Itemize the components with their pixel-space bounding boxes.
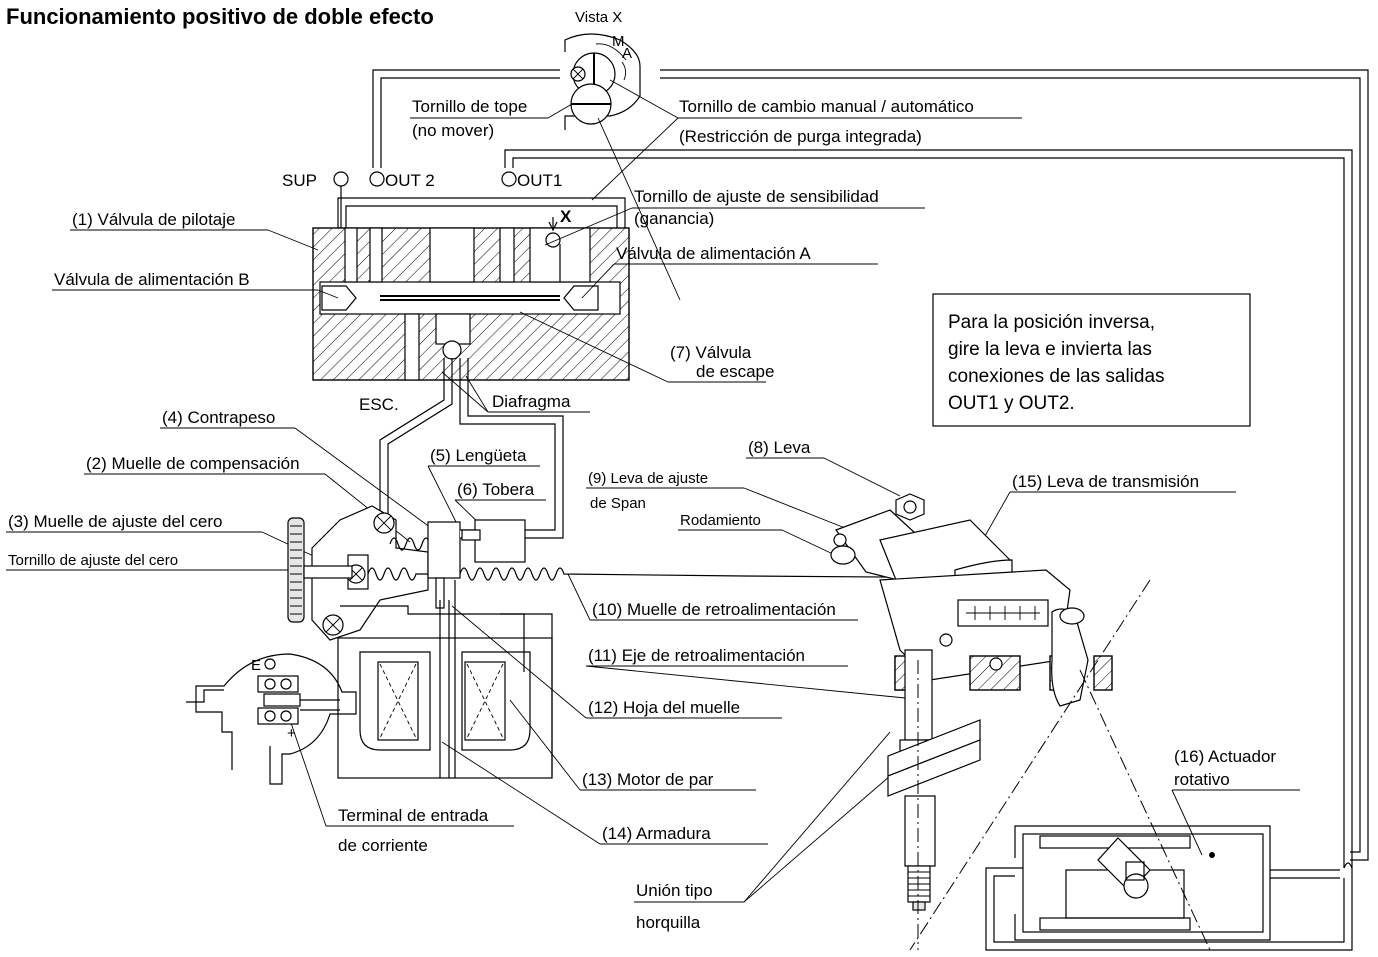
label-drive-cam: (15) Leva de transmisión xyxy=(1012,472,1199,491)
port-esc-label: ESC. xyxy=(359,395,399,414)
label-input-terminal-2: de corriente xyxy=(338,836,428,855)
view-x-detail: Vista X M A xyxy=(564,9,641,130)
label-fork-joint-1: Unión tipo xyxy=(636,881,713,900)
zero-adjust-mechanism xyxy=(287,505,1015,778)
label-fork-joint-2: horquilla xyxy=(636,913,701,932)
leader-lines xyxy=(6,79,1300,903)
view-mark-a: A xyxy=(622,45,632,62)
note-line: Para la posición inversa, xyxy=(948,312,1155,333)
reverse-position-note: Para la posición inversa, gire la leva e… xyxy=(932,293,1251,427)
arrow-x-label: X xyxy=(560,207,572,226)
label-spring-leaf: (12) Hoja del muelle xyxy=(588,698,740,717)
label-compensation-spring: (2) Muelle de compensación xyxy=(86,454,300,473)
label-supply-valve-b: Válvula de alimentación B xyxy=(54,270,250,289)
label-stop-screw: Tornillo de tope xyxy=(412,97,527,116)
label-diaphragm: Diafragma xyxy=(492,392,571,411)
label-feedback-shaft: (11) Eje de retroalimentación xyxy=(588,646,805,665)
counterweight xyxy=(427,521,461,579)
label-auto-manual-screw: Tornillo de cambio manual / automático xyxy=(679,97,974,116)
label-cam: (8) Leva xyxy=(748,438,811,457)
label-auto-manual-note: (Restricción de purga integrada) xyxy=(679,127,922,146)
label-feedback-spring: (10) Muelle de retroalimentación xyxy=(592,600,836,619)
diagram-title: Funcionamiento positivo de doble efecto xyxy=(6,4,434,29)
label-actuator-1: (16) Actuador xyxy=(1174,747,1276,766)
view-x-label: Vista X xyxy=(575,9,622,26)
port-sup-label: SUP xyxy=(282,171,317,190)
view-mark-m: M xyxy=(612,33,625,50)
terminal-mark-e: E xyxy=(251,657,261,674)
terminal-mark-plus: + xyxy=(287,725,296,742)
label-exhaust-valve-2: de escape xyxy=(696,362,774,381)
label-bearing: Rodamiento xyxy=(680,512,761,529)
note-line: gire la leva e invierta las xyxy=(948,339,1152,360)
label-input-terminal-1: Terminal de entrada xyxy=(338,806,489,825)
label-torque-motor: (13) Motor de par xyxy=(582,770,714,789)
label-pilot-valve: (1) Válvula de pilotaje xyxy=(72,210,235,229)
rotary-actuator xyxy=(985,825,1353,951)
note-line: conexiones de las salidas xyxy=(948,366,1165,387)
label-stop-screw-note: (no mover) xyxy=(412,121,494,140)
callout-labels: Tornillo de tope (no mover) Tornillo de … xyxy=(8,97,1276,932)
current-input-terminal: E + xyxy=(186,653,357,785)
port-markers: SUP OUT 2 OUT1 xyxy=(282,171,562,228)
label-span-cam-2: de Span xyxy=(590,495,646,512)
note-line: OUT1 y OUT2. xyxy=(948,393,1075,414)
label-nozzle: (6) Tobera xyxy=(457,480,535,499)
label-sensitivity-note: (ganancia) xyxy=(634,209,714,228)
label-counterweight: (4) Contrapeso xyxy=(162,408,275,427)
cam-assembly xyxy=(830,493,1211,951)
label-sensitivity-screw: Tornillo de ajuste de sensibilidad xyxy=(634,187,879,206)
label-zero-spring: (3) Muelle de ajuste del cero xyxy=(8,512,223,531)
pilot-valve-body: X xyxy=(312,197,630,539)
label-actuator-2: rotativo xyxy=(1174,770,1230,789)
pneumatic-tubing xyxy=(372,69,1369,879)
port-out2-label: OUT 2 xyxy=(385,171,435,190)
label-span-cam-1: (9) Leva de ajuste xyxy=(588,470,708,487)
port-out1-label: OUT1 xyxy=(517,171,562,190)
label-zero-screw: Tornillo de ajuste del cero xyxy=(8,552,178,569)
torque-motor xyxy=(337,637,553,779)
label-flapper: (5) Lengüeta xyxy=(430,446,527,465)
label-supply-valve-a: Válvula de alimentación A xyxy=(616,244,811,263)
label-exhaust-valve-1: (7) Válvula xyxy=(670,343,752,362)
label-armature: (14) Armadura xyxy=(602,824,711,843)
